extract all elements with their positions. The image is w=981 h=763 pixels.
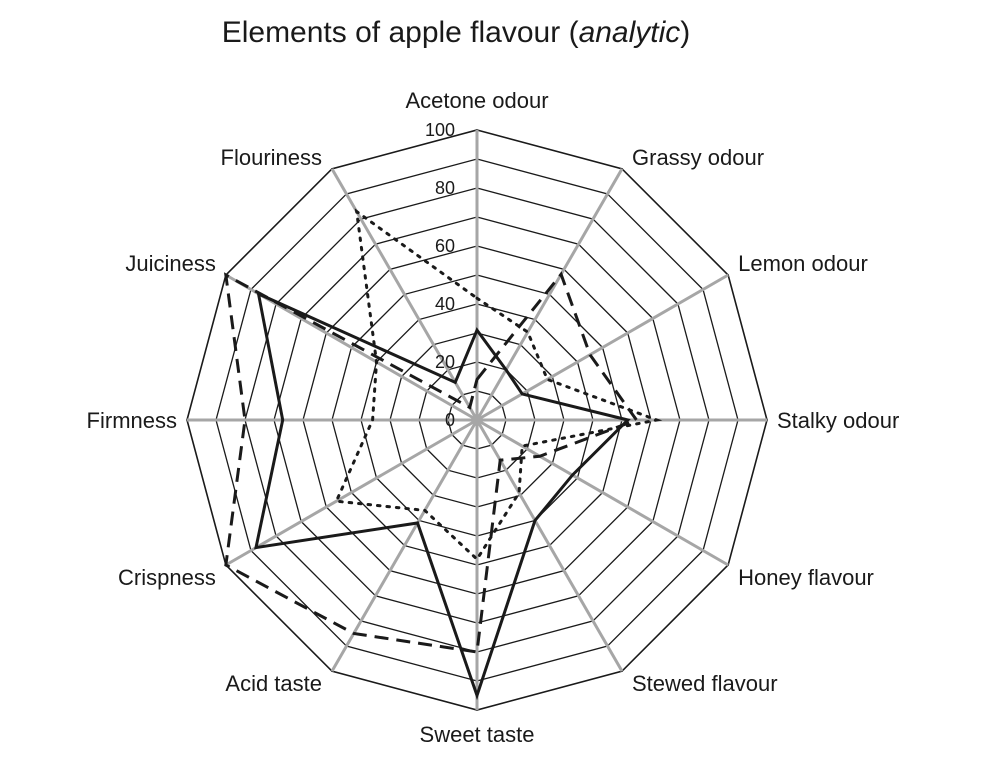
axis-label: Acetone odour	[405, 88, 548, 113]
axis-spoke	[225, 418, 478, 567]
axis-spokes	[187, 130, 767, 710]
axis-label: Firmness	[87, 408, 177, 433]
axis-label: Honey flavour	[738, 565, 874, 590]
axis-spoke	[476, 273, 729, 422]
axis-label: Stewed flavour	[632, 671, 778, 696]
axis-label: Crispness	[118, 565, 216, 590]
axis-label: Flouriness	[221, 145, 322, 170]
axis-label: Grassy odour	[632, 145, 764, 170]
radial-tick-labels: 0 20 40 60 80 100	[425, 120, 455, 430]
series-lines	[223, 208, 663, 701]
axis-spoke	[476, 418, 729, 567]
tick-label: 40	[435, 294, 455, 314]
axis-label: Juiciness	[125, 251, 215, 276]
axis-spoke	[475, 168, 624, 421]
tick-label: 0	[445, 410, 455, 430]
axis-spoke	[330, 419, 479, 672]
axis-label: Sweet taste	[420, 722, 535, 747]
axis-label: Acid taste	[225, 671, 322, 696]
chart-title-qualifier: analytic	[579, 16, 681, 49]
series-dotted	[334, 208, 663, 562]
axis-label: Stalky odour	[777, 408, 899, 433]
chart-title: Elements of apple flavour (analytic)	[222, 16, 691, 49]
series-dashed	[223, 271, 639, 654]
axis-label: Lemon odour	[738, 251, 868, 276]
tick-label: 100	[425, 120, 455, 140]
tick-label: 60	[435, 236, 455, 256]
tick-label: 80	[435, 178, 455, 198]
chart-title-main: Elements of apple flavour	[222, 16, 561, 49]
tick-label: 20	[435, 352, 455, 372]
